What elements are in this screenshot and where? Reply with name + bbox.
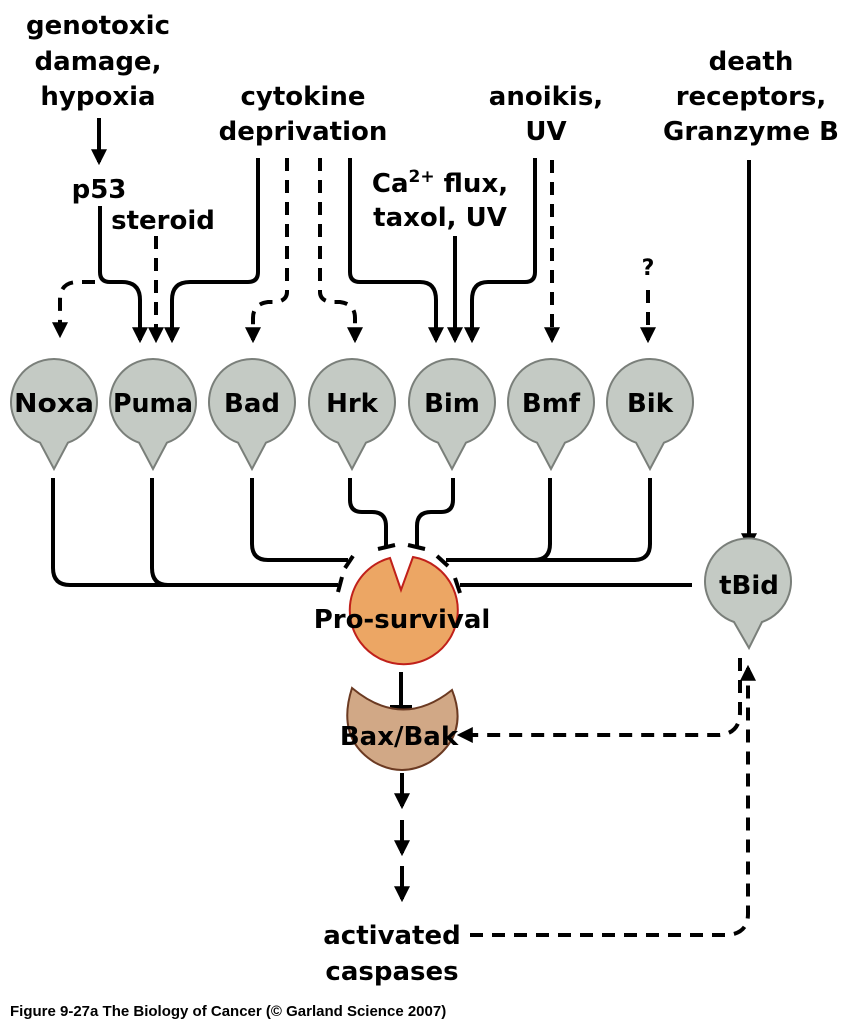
pro-survival-node: Pro-survival [314,555,491,666]
label-line: death [709,47,794,77]
edge-bmf-inhibits-prosurvival [446,478,552,562]
edge-caspases-to-tbid [470,664,756,937]
edge-hrk-inhibits-prosurvival [348,478,388,548]
bh3-node-bad: Bad [208,358,296,472]
label-cytokine-deprivation: cytokine deprivation [219,82,388,147]
edge-anoikis-to-bim [464,158,537,344]
activated-caspases-label: activated caspases [323,921,460,987]
tbid-label: tBid [719,571,779,601]
edge-cytokine-to-bad [245,158,289,344]
label-line: anoikis, [489,82,603,112]
edge-bim-inhibits-prosurvival [415,478,455,548]
edge-cytokine-to-puma [164,158,260,344]
edge-puma-inhibits-prosurvival [150,478,169,587]
bh3-label: Puma [113,389,193,419]
bh3-node-puma: Puma [109,358,197,472]
label-line: Granzyme B [663,117,839,147]
edge-noxa-inhibits-prosurvival [51,478,338,587]
bh3-label: Bad [224,389,280,419]
bh3-bubble [109,358,197,472]
bh3-label: Noxa [14,389,94,419]
pro-survival-label: Pro-survival [314,605,491,635]
bh3-node-hrk: Hrk [308,358,396,472]
bh3-label: Hrk [326,389,379,419]
label-calcium-flux: Ca2+ flux, taxol, UV [372,167,508,233]
edge-p53-to-noxa [52,280,95,339]
label-line: receptors, [676,82,827,112]
inhibit-bar [453,577,462,594]
bax-bak-shape [346,686,459,771]
edge-bik-inhibits-prosurvival [446,478,652,562]
label-line: hypoxia [40,82,155,112]
inhibit-bar [407,543,426,551]
figure-caption: Figure 9-27a The Biology of Cancer (© Ga… [10,1003,446,1020]
inhibit-bar [435,554,450,568]
bh3-protein-row: Noxa Puma Bad Hrk Bim Bmf Bik [10,358,694,472]
bh3-bubble [507,358,595,472]
bh3-label: Bik [627,389,674,419]
inhibit-bar [336,576,344,593]
label-death-receptors: death receptors, Granzyme B [663,47,839,147]
bh3-bubble [606,358,694,472]
label-line: damage, [35,47,162,77]
label-line: taxol, UV [373,203,507,233]
label-p53: p53 [72,175,127,205]
bh3-node-bik: Bik [606,358,694,472]
tbid-node: tBid [704,537,792,651]
bh3-node-bmf: Bmf [507,358,595,472]
bh3-bubble [208,358,296,472]
bax-bak-node: Bax/Bak [340,686,459,771]
edge-bad-inhibits-prosurvival [250,478,348,562]
bax-bak-label: Bax/Bak [340,722,459,752]
label-steroid: steroid [111,206,215,236]
inhibition-bars [336,543,462,594]
label-line: caspases [325,957,458,987]
label-line: cytokine [241,82,366,112]
bh3-bubble [408,358,496,472]
bh3-bubble [308,358,396,472]
label-line: Ca2+ flux, [372,167,508,199]
label-line: deprivation [219,117,388,147]
bh3-bubble [10,358,98,472]
label-unknown: ? [642,256,655,281]
label-genotoxic-damage: genotoxic damage, hypoxia [26,11,170,112]
label-anoikis-uv: anoikis, UV [489,82,603,147]
bh3-node-noxa: Noxa [10,358,98,472]
pro-survival-shape [348,555,459,666]
bh3-label: Bmf [522,389,581,419]
label-line: genotoxic [26,11,170,41]
label-line: UV [525,117,566,147]
edge-tbid-to-baxbak [456,658,742,743]
edge-cytokine-to-hrk [318,158,363,344]
bh3-node-bim: Bim [408,358,496,472]
label-line: activated [323,921,460,951]
edge-p53-to-puma [98,206,148,344]
tbid-bubble [704,537,792,651]
inhibit-bar [377,543,396,551]
bh3-label: Bim [424,389,480,419]
inhibit-bar [343,554,355,570]
edge-cytokine-to-bim [348,158,444,344]
